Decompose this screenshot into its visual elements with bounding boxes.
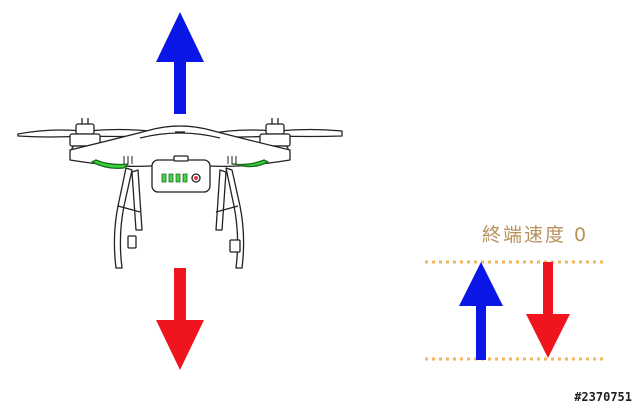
landing-gear-left — [113, 167, 143, 269]
battery-led-3 — [175, 173, 181, 183]
thrust-up-arrow — [156, 12, 204, 114]
landing-gear-right — [215, 167, 245, 269]
battery-led-2 — [168, 173, 174, 183]
battery-led-4 — [182, 173, 188, 183]
lift-arrow — [459, 262, 503, 360]
right-green-accent — [231, 159, 269, 168]
terminal-velocity-label: 終端速度 0 — [482, 224, 589, 246]
battery-pack — [151, 155, 211, 193]
battery-led-1 — [161, 173, 167, 183]
left-rotor — [17, 118, 151, 147]
drone-icon — [17, 118, 343, 269]
gravity-down-arrow — [156, 268, 204, 370]
terminal-velocity-diagram — [425, 260, 604, 361]
weight-arrow — [526, 262, 570, 358]
drone-body — [69, 125, 291, 168]
image-id-watermark: #2370751 — [574, 390, 632, 404]
